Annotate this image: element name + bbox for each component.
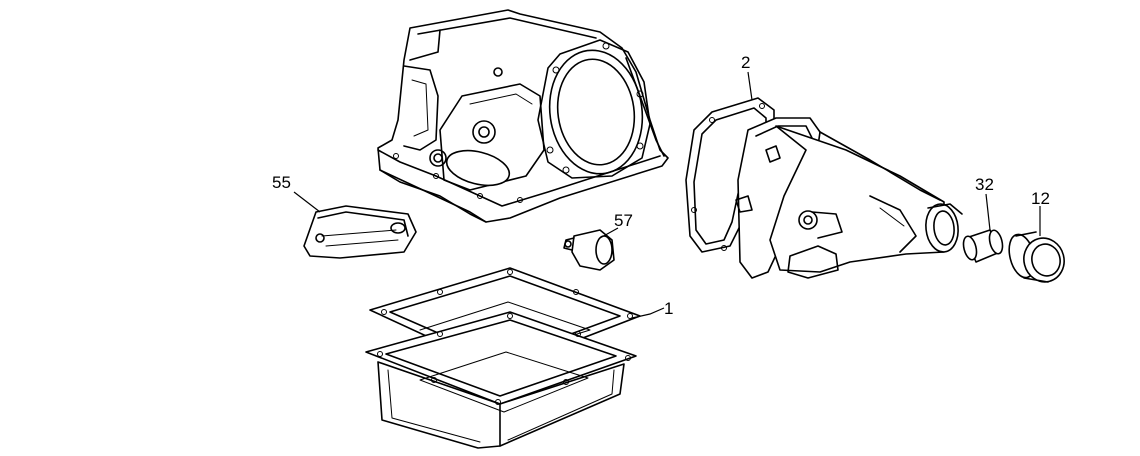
leader-32 bbox=[985, 193, 991, 231]
leader-2 bbox=[747, 71, 753, 101]
callout-leaders bbox=[293, 71, 1041, 319]
leader-55 bbox=[293, 191, 321, 213]
oil-pan bbox=[365, 311, 637, 449]
seal-12 bbox=[1008, 231, 1065, 283]
callout-2: 2 bbox=[741, 53, 750, 72]
callout-57: 57 bbox=[614, 211, 633, 230]
callout-12: 12 bbox=[1031, 189, 1050, 208]
callout-55: 55 bbox=[272, 173, 291, 192]
transmission-case bbox=[377, 9, 669, 223]
leader-57 bbox=[599, 227, 619, 239]
filter-55 bbox=[303, 205, 417, 259]
leader-1 bbox=[631, 307, 665, 319]
callout-32: 32 bbox=[975, 175, 994, 194]
sensor-57 bbox=[563, 229, 615, 271]
bushing-32 bbox=[962, 229, 1004, 263]
callout-1: 1 bbox=[664, 299, 673, 318]
extension-housing bbox=[735, 117, 963, 279]
callout-labels: 2 55 57 1 32 12 bbox=[272, 53, 1050, 318]
